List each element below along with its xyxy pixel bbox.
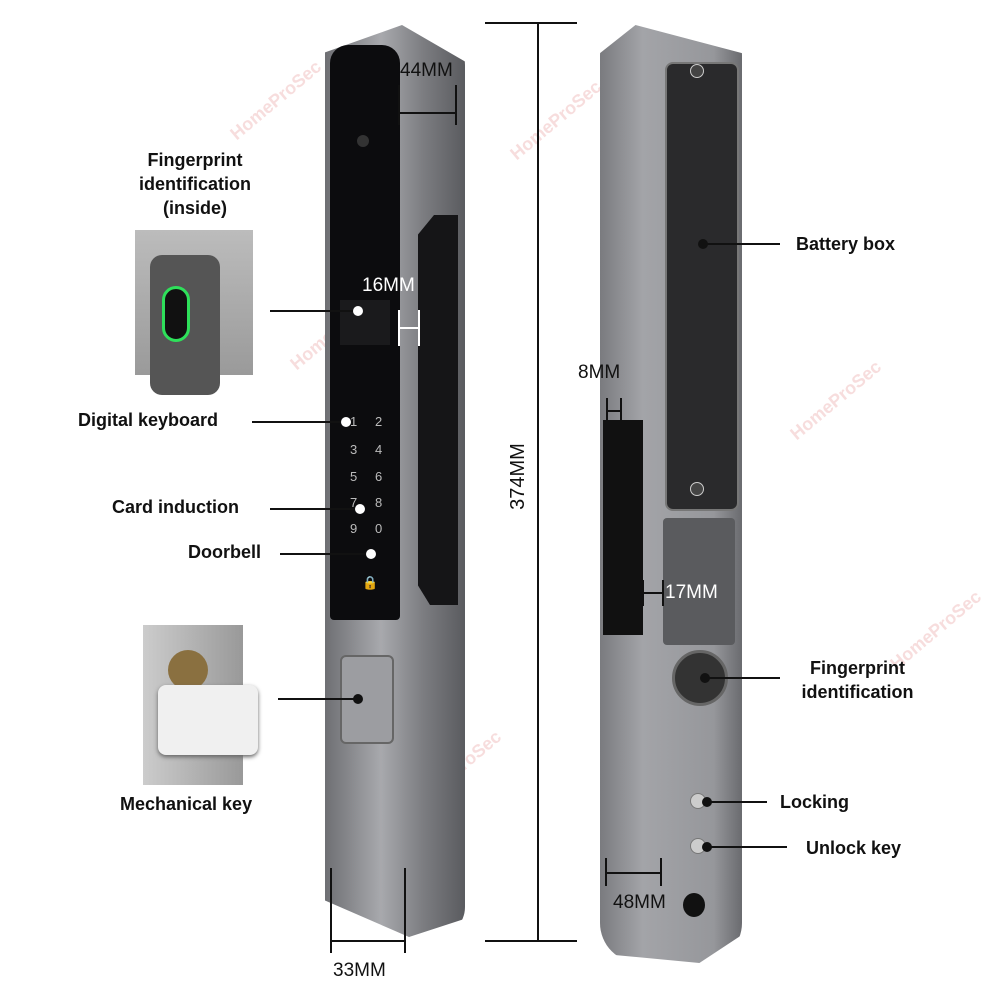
key-9[interactable]: 9: [350, 521, 358, 536]
dim-16mm: 16MM: [362, 275, 415, 296]
label-battery-box: Battery box: [796, 234, 896, 254]
dim-374mm: 374MM: [506, 443, 529, 510]
screw-icon: [690, 64, 704, 78]
mechanical-key-photo: [143, 625, 258, 785]
lock-icon[interactable]: 🔒: [362, 575, 379, 590]
handle-recess: [418, 215, 458, 605]
label-locking: Locking: [780, 792, 850, 812]
fingerprint-window: [340, 300, 390, 345]
key-5[interactable]: 5: [350, 469, 358, 484]
key-4[interactable]: 4: [375, 442, 383, 457]
battery-box: [665, 62, 739, 511]
label-fingerprint: Fingerprint identification: [801, 658, 914, 702]
side-recess: [603, 420, 643, 635]
key-1[interactable]: 1: [350, 414, 358, 429]
watermark: HomeProSec: [506, 76, 606, 164]
watermark: HomeProSec: [786, 356, 886, 444]
dim-8mm: 8MM: [578, 362, 621, 383]
key-6[interactable]: 6: [375, 469, 383, 484]
label-unlock-key: Unlock key: [806, 838, 902, 858]
label-digital-keyboard: Digital keyboard: [78, 410, 219, 430]
label-mechanical-key: Mechanical key: [120, 794, 253, 814]
key-7[interactable]: 7: [350, 495, 358, 510]
keyhole: [683, 893, 705, 917]
key-8[interactable]: 8: [375, 495, 383, 510]
label-doorbell: Doorbell: [188, 542, 262, 562]
dim-44mm: 44MM: [400, 60, 453, 81]
label-fingerprint-inside: Fingerprint identification (inside): [139, 150, 251, 218]
dim-48mm: 48MM: [613, 892, 666, 913]
sensor-panel: [663, 518, 735, 645]
camera: [357, 135, 369, 147]
dim-33mm: 33MM: [333, 960, 386, 981]
screw-icon: [690, 482, 704, 496]
dim-17mm: 17MM: [665, 582, 718, 603]
key-0[interactable]: 0: [375, 521, 383, 536]
key-3[interactable]: 3: [350, 442, 358, 457]
label-card-induction: Card induction: [112, 497, 239, 517]
watermark: HomeProSec: [226, 56, 326, 144]
fingerprint-inside-photo: [135, 230, 253, 395]
key-2[interactable]: 2: [375, 414, 383, 429]
